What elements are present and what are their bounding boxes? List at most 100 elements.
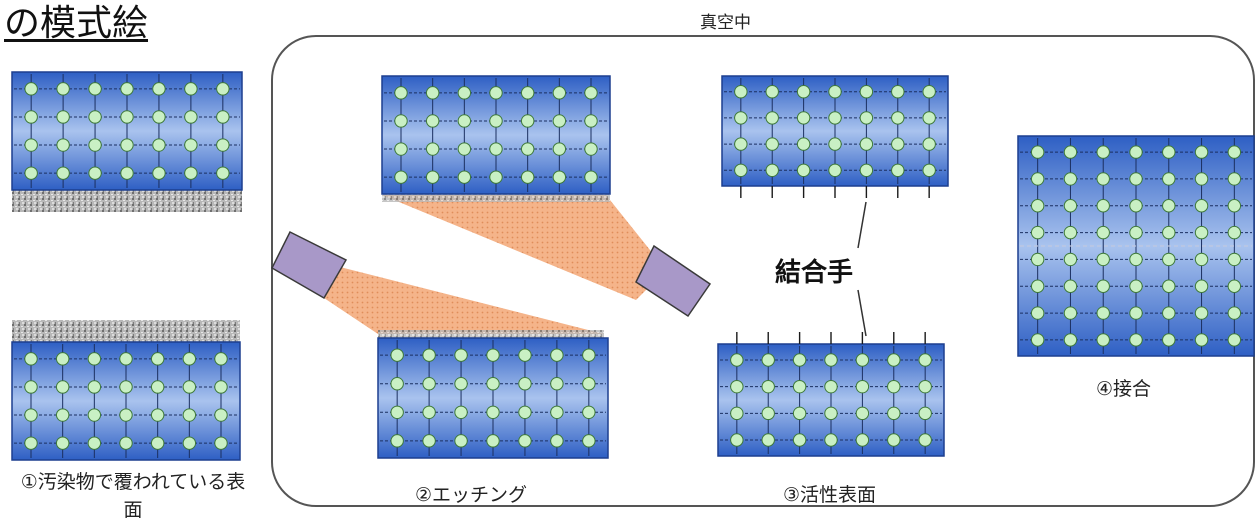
step4-crystal-bonded-atom	[1227, 252, 1242, 267]
step3-crystal-top-atom	[796, 111, 811, 125]
step2-crystal-top-atom	[425, 114, 440, 128]
step3-crystal-top-atom	[765, 85, 779, 99]
step1-crystal-top-atom	[152, 110, 166, 124]
step4-crystal-bonded-atom	[1063, 172, 1078, 186]
step1-crystal-bottom-atom	[119, 436, 133, 450]
step2-crystal-bottom-atom	[486, 405, 500, 419]
vacuum-label: 真空中	[700, 13, 751, 33]
step1-crystal-bottom-atom	[87, 380, 102, 394]
step4-crystal-bonded-atom	[1096, 225, 1110, 240]
step3-crystal-bottom-atom	[855, 379, 870, 394]
step3-crystal-bottom-atom	[792, 406, 807, 421]
step4-crystal-bonded-atom	[1030, 279, 1045, 293]
step1-crystal-bottom-atom	[55, 436, 70, 450]
step3-crystal-top-atom	[859, 111, 874, 125]
step1-crystal-bottom-atom	[214, 408, 228, 422]
ion-source-right	[635, 244, 712, 318]
step2-crystal-bottom-atom	[454, 377, 468, 391]
step4-crystal-bonded-atom	[1030, 199, 1045, 213]
step3-crystal-top	[721, 75, 949, 187]
step4-crystal-bonded-atom	[1096, 279, 1110, 293]
ion-source-left	[271, 230, 348, 300]
step3-crystal-bottom-atom	[730, 433, 744, 447]
step2-crystal-top-atom	[552, 86, 567, 100]
step2-crystal-bottom-atom	[550, 348, 564, 362]
step4-crystal-bonded-atom	[1227, 145, 1242, 159]
step3-crystal-top-atom	[891, 163, 905, 177]
step3-crystal-top-atom	[796, 85, 811, 99]
step1-crystal-top-atom	[88, 138, 102, 152]
step2-crystal-bottom-atom	[518, 377, 532, 391]
step4-crystal-bonded-atom	[1227, 225, 1242, 240]
step4-crystal-bonded-atom	[1096, 199, 1110, 213]
step2-crystal-top-atom	[394, 142, 408, 156]
step4-crystal-bonded-atom	[1063, 252, 1078, 267]
step2-crystal-bottom-atom	[422, 434, 436, 448]
step1-crystal-bottom-atom	[24, 352, 38, 366]
step4-crystal-bonded-atom	[1194, 252, 1209, 267]
step1-crystal-bottom-atom	[214, 380, 228, 394]
step1-contaminant-top	[12, 190, 242, 212]
step3-crystal-top-atom	[734, 111, 748, 125]
step4-crystal-bonded-atom	[1194, 306, 1209, 320]
step4-crystal-bonded-atom	[1096, 145, 1110, 159]
step2-crystal-bottom	[377, 337, 609, 459]
step3-crystal-top-atom	[891, 85, 905, 99]
step4-crystal-bonded-atom	[1194, 172, 1209, 186]
step4-crystal-bonded-atom	[1162, 225, 1176, 240]
step3-crystal-top-atom	[891, 137, 905, 151]
step4-crystal-bonded-atom	[1063, 225, 1078, 240]
step1-crystal-top	[11, 71, 243, 191]
step4-crystal-bonded-atom	[1030, 252, 1045, 267]
step4-crystal-bonded-atom	[1129, 225, 1143, 240]
step1-crystal-bottom	[11, 341, 241, 461]
step4-crystal-bonded-atom	[1030, 172, 1045, 186]
step3-crystal-bottom-atom	[730, 353, 744, 367]
step1-crystal-top-atom	[88, 110, 102, 124]
step1-crystal-top-atom	[216, 82, 230, 96]
step2-crystal-top-atom	[489, 114, 503, 128]
step4-crystal-bonded-atom	[1162, 252, 1176, 267]
step1-crystal-top-atom	[56, 138, 70, 152]
step2-crystal-top-atom	[520, 86, 535, 100]
step4-crystal-bonded-atom	[1162, 199, 1176, 213]
step2-crystal-top-atom	[457, 170, 472, 184]
step3-crystal-bottom-atom	[918, 353, 932, 367]
step2-crystal-bottom-atom	[454, 405, 468, 419]
step4-crystal-bonded-atom	[1063, 333, 1078, 347]
step1-crystal-top-atom	[120, 82, 134, 96]
step3-crystal-top-atom	[828, 163, 842, 177]
step3-crystal-bottom-atom	[824, 353, 838, 367]
step4-crystal-bonded-atom	[1227, 199, 1242, 213]
step4-crystal-bonded-atom	[1162, 333, 1176, 347]
step2-crystal-top-atom	[552, 114, 567, 128]
step2-crystal-bottom-atom	[582, 377, 596, 391]
step1-crystal-bottom-atom	[150, 436, 165, 450]
step2-crystal-bottom-atom	[518, 405, 532, 419]
step1-crystal-top-atom	[120, 138, 134, 152]
step1-crystal-top-atom	[24, 110, 38, 124]
step3-crystal-bottom-atom	[887, 433, 901, 447]
step2-crystal-top-atom	[425, 86, 440, 100]
bond-pointer-lower	[857, 289, 867, 337]
step4-crystal-bonded-atom	[1129, 145, 1143, 159]
step3-crystal-bottom-atom	[855, 353, 870, 367]
step4-crystal-bonded-atom	[1129, 333, 1143, 347]
step2-crystal-bottom-atom	[582, 405, 596, 419]
step1-crystal-bottom-atom	[55, 380, 70, 394]
step4-crystal-bonded-atom	[1096, 306, 1110, 320]
step1-crystal-bottom-atom	[182, 436, 197, 450]
step2-caption: ②エッチング	[415, 484, 528, 506]
ion-beam-lower	[312, 266, 604, 334]
step4-crystal-bonded-atom	[1227, 333, 1242, 347]
step4-crystal-bonded-atom	[1194, 199, 1209, 213]
step3-crystal-bottom-atom	[918, 379, 932, 394]
step1-contaminant-bottom	[12, 320, 240, 342]
step1-crystal-bottom-atom	[24, 408, 38, 422]
step4-crystal-bonded-atom	[1194, 145, 1209, 159]
step2-crystal-bottom-atom	[454, 348, 468, 362]
step3-crystal-bottom-atom	[855, 406, 870, 421]
step3-crystal-bottom-atom	[761, 379, 775, 394]
